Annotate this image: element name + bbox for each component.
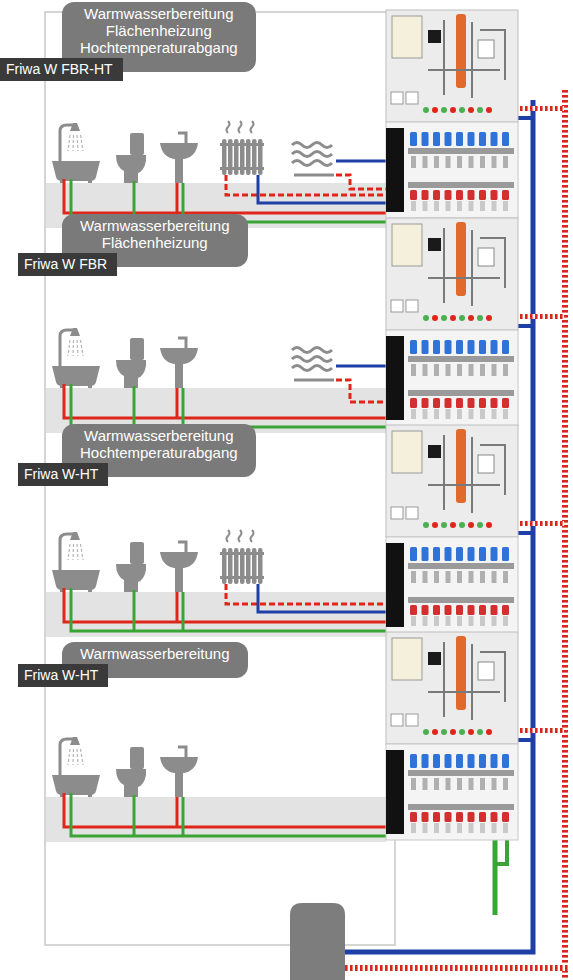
heating-flow-branch <box>518 106 564 111</box>
cold-water-pipe <box>133 386 136 427</box>
heating-flow-pipe <box>226 175 386 195</box>
floor <box>46 737 386 842</box>
heating-return-branch <box>518 116 533 120</box>
heating-return-riser <box>345 100 533 952</box>
toilet-icon <box>116 133 146 183</box>
sink-icon <box>160 338 198 388</box>
friwa-station <box>386 425 518 633</box>
floor-heating-return-pipe <box>336 365 386 368</box>
storage-tank <box>290 903 345 980</box>
bathtub-icon <box>52 123 100 183</box>
heating-return-branch <box>518 531 533 535</box>
heating-flow-branch <box>518 728 564 733</box>
hot-water-pipe <box>176 592 179 622</box>
cold-water-pipe <box>182 797 185 836</box>
heating-return-pipe <box>258 584 386 612</box>
product-name: Friwa W FBR <box>24 256 107 273</box>
heating-return-pipe <box>258 175 386 203</box>
heating-return-branch <box>518 738 533 742</box>
toilet-icon <box>116 542 146 592</box>
cold-water-pipe <box>71 384 386 427</box>
heating-flow-riser <box>562 90 568 980</box>
cold-water-pipe <box>133 795 136 836</box>
bathtub-icon <box>52 328 100 388</box>
function-label: Warmwasserbereitung Hochtemperaturabgang <box>80 427 238 461</box>
product-tag: Friwa W FBR <box>18 253 117 276</box>
hot-water-pipe <box>64 793 386 827</box>
product-name: Friwa W FBR-HT <box>6 61 113 78</box>
floor <box>46 328 386 433</box>
heating-flow-branch <box>518 521 564 526</box>
floor <box>46 530 386 637</box>
product-name: Friwa W-HT <box>24 667 98 684</box>
product-tag: Friwa W-HT <box>18 664 108 687</box>
floor-heating-return-pipe <box>336 160 386 163</box>
product-tag: Friwa W-HT <box>18 463 108 486</box>
floor-heating-icon <box>292 348 334 381</box>
friwa-station <box>386 632 518 840</box>
toilet-icon <box>116 747 146 797</box>
cold-water-pipe <box>182 592 185 631</box>
cold-water-pipe <box>71 588 386 631</box>
sink-icon <box>160 542 198 592</box>
sink-icon <box>160 747 198 797</box>
hot-water-pipe <box>176 388 179 418</box>
function-label: Warmwasserbereitung <box>80 645 230 662</box>
function-label: Warmwasserbereitung Flächenheizung Hocht… <box>80 5 238 56</box>
product-name: Friwa W-HT <box>24 466 98 483</box>
sink-icon <box>160 133 198 183</box>
radiator-icon <box>220 530 264 584</box>
heating-flow-pipe <box>226 584 386 604</box>
heating-flow-main <box>335 965 568 971</box>
bathtub-icon <box>52 532 100 592</box>
floor-heating-icon <box>292 143 334 176</box>
cold-water-pipe <box>71 793 386 836</box>
heating-flow-branch <box>518 314 564 319</box>
bathtub-icon <box>52 737 100 797</box>
floor <box>46 121 386 228</box>
hot-water-pipe <box>64 384 386 418</box>
floor-heating-flow-pipe <box>336 380 386 402</box>
cold-water-pipe <box>182 388 185 427</box>
friwa-station <box>386 218 518 426</box>
floor-heating-flow-pipe <box>336 175 386 189</box>
radiator-icon <box>220 121 264 175</box>
hot-water-pipe <box>176 797 179 827</box>
heating-return-branch <box>518 324 533 328</box>
cold-water-branch <box>495 838 507 864</box>
toilet-icon <box>116 338 146 388</box>
cold-water-pipe <box>133 590 136 631</box>
function-label: Warmwasserbereitung Flächenheizung <box>80 217 230 251</box>
friwa-station <box>386 10 518 218</box>
product-tag: Friwa W FBR-HT <box>0 58 123 81</box>
hot-water-pipe <box>176 183 179 213</box>
